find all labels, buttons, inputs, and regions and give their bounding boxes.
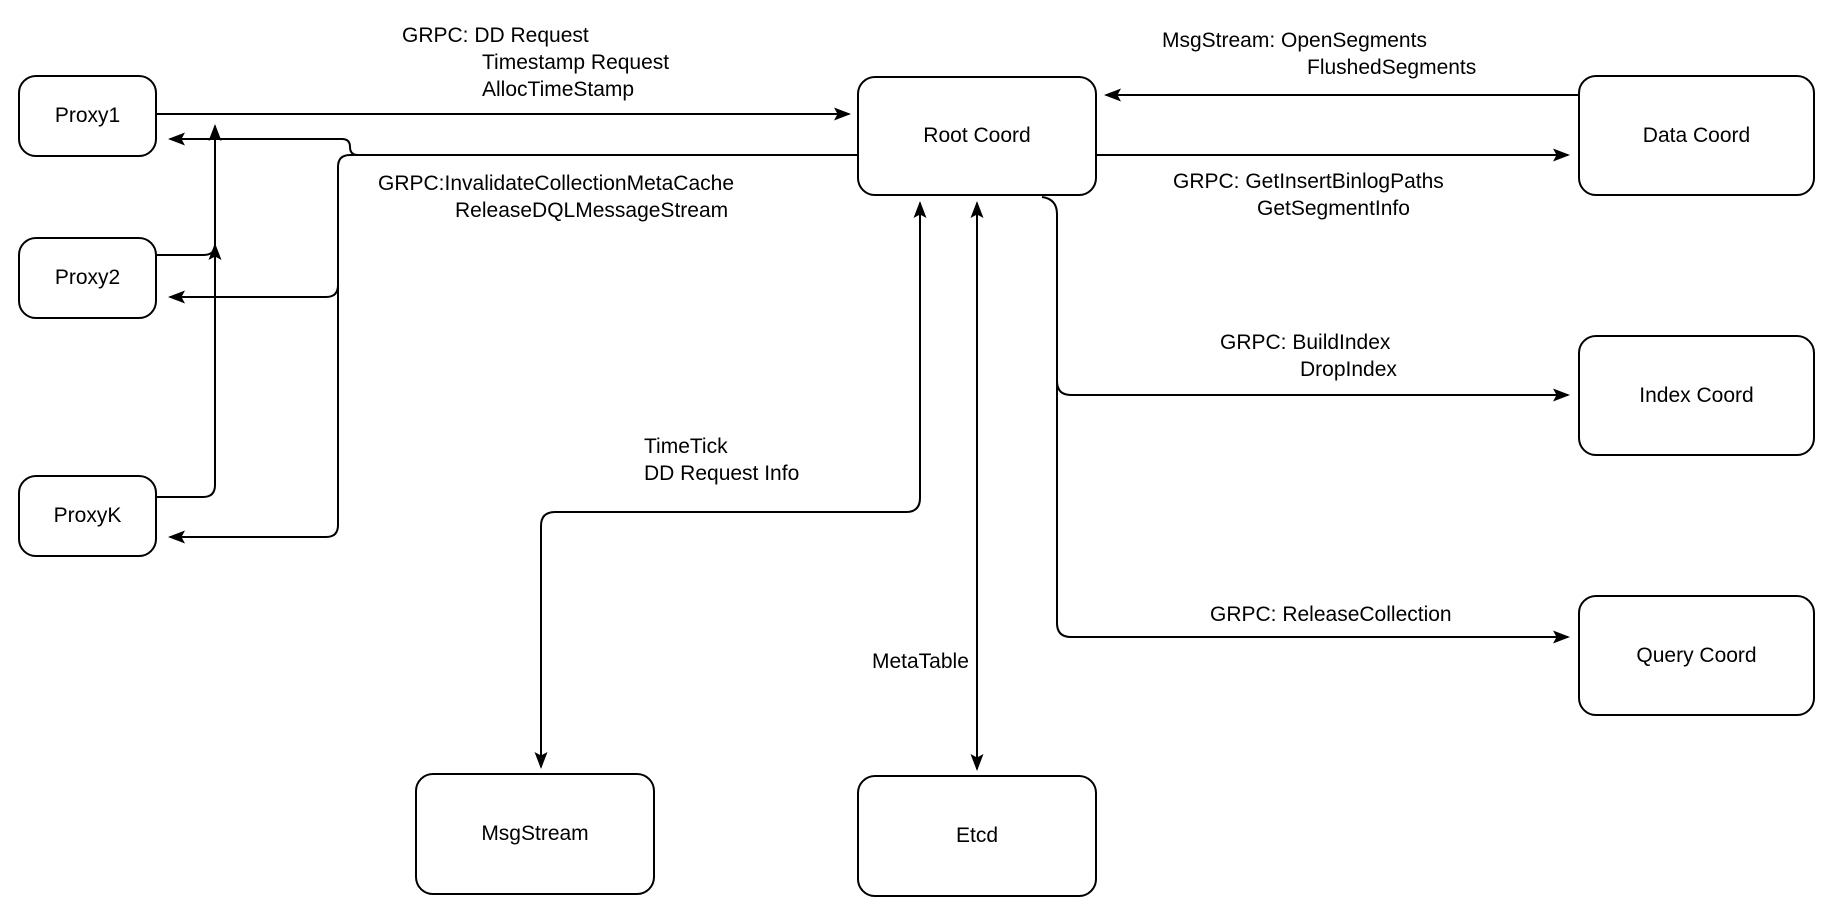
node-proxyk-label: ProxyK — [53, 504, 122, 527]
edge-label-root-to-etcd: MetaTable — [872, 648, 969, 675]
edge-label-line: DD Request Info — [644, 462, 800, 485]
node-proxy1-label: Proxy1 — [54, 104, 121, 127]
node-index-coord: Index Coord — [1578, 335, 1815, 456]
edge-label-line: AllocTimeStamp — [482, 78, 635, 101]
edge-label-line: GRPC: ReleaseCollection — [1210, 603, 1452, 626]
edge-proxyk-merge-up — [157, 124, 222, 498]
edge-label-line: GRPC:InvalidateCollectionMetaCache — [378, 172, 735, 195]
edge-label-line: GRPC: GetInsertBinlogPaths — [1173, 170, 1444, 193]
edge-label-data-to-root: MsgStream: OpenSegments FlushedSegments — [1162, 27, 1476, 81]
node-proxyk: ProxyK — [18, 475, 157, 557]
node-index-coord-label: Index Coord — [1639, 383, 1754, 407]
node-proxy2-label: Proxy2 — [54, 266, 121, 289]
node-root-coord-label: Root Coord — [923, 124, 1031, 147]
edge-label-root-to-index: GRPC: BuildIndex DropIndex — [1220, 329, 1397, 383]
node-etcd-label: Etcd — [955, 824, 999, 847]
edge-label-root-to-proxy: GRPC:InvalidateCollectionMetaCache Relea… — [378, 170, 734, 224]
node-msgstream-label: MsgStream — [481, 822, 589, 845]
edge-label-line: GRPC: BuildIndex — [1220, 331, 1391, 354]
edge-rootcoord-to-querycoord — [1041, 196, 1570, 644]
edge-label-root-to-data: GRPC: GetInsertBinlogPaths GetSegmentInf… — [1173, 168, 1444, 222]
edge-label-line: Timestamp Request — [482, 51, 670, 74]
edge-rootcoord-msgstream — [534, 201, 927, 769]
node-proxy2: Proxy2 — [18, 237, 157, 319]
edge-rootcoord-to-proxy1 — [168, 132, 857, 156]
node-etcd: Etcd — [857, 775, 1097, 897]
edge-rootcoord-to-proxyk — [168, 154, 857, 544]
edge-label-line: MetaTable — [872, 650, 969, 673]
node-query-coord: Query Coord — [1578, 595, 1815, 716]
edge-rootcoord-to-indexcoord — [1056, 380, 1570, 402]
node-root-coord: Root Coord — [857, 76, 1097, 196]
edge-label-root-to-msgstream: TimeTick DD Request Info — [644, 433, 799, 487]
edge-label-proxy-to-root: GRPC: DD Request Timestamp Request Alloc… — [402, 22, 669, 103]
edge-label-line: MsgStream: OpenSegments — [1162, 29, 1427, 52]
node-query-coord-label: Query Coord — [1636, 643, 1757, 667]
edge-label-root-to-query: GRPC: ReleaseCollection — [1210, 601, 1452, 628]
edge-label-line: FlushedSegments — [1307, 56, 1477, 79]
edge-label-line: GRPC: DD Request — [402, 24, 589, 47]
node-msgstream: MsgStream — [415, 773, 655, 895]
edge-label-line: ReleaseDQLMessageStream — [455, 199, 729, 222]
edge-label-line: TimeTick — [644, 435, 728, 458]
edge-label-line: GetSegmentInfo — [1257, 197, 1410, 220]
node-data-coord: Data Coord — [1578, 75, 1815, 196]
edge-rootcoord-to-proxy2 — [168, 284, 339, 304]
edge-proxy2-merge-up — [157, 243, 222, 261]
node-proxy1: Proxy1 — [18, 75, 157, 157]
node-data-coord-label: Data Coord — [1642, 123, 1751, 147]
edge-label-line: DropIndex — [1300, 358, 1397, 381]
